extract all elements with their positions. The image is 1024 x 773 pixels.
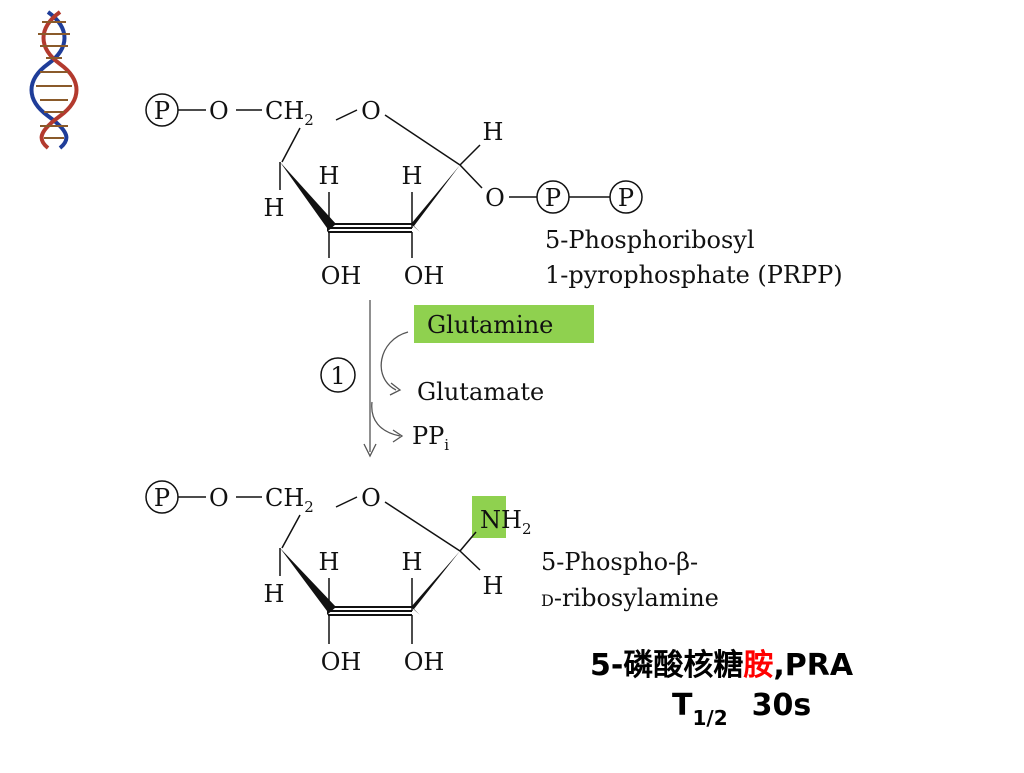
phosphate-label: P [154, 484, 170, 512]
ring-oxygen: O [361, 484, 381, 512]
reaction-arrow: Glutamine 1 Glutamate PPi [320, 300, 594, 458]
ch-label: CH2 [265, 97, 314, 129]
pra-molecule: P O CH2 O H H H OH OH NH2 H 5-Phospho-β-… [145, 480, 719, 676]
oh-right: OH [404, 648, 445, 676]
ch-label: CH2 [265, 484, 314, 516]
caption-highlight: 胺 [743, 648, 774, 683]
oh-right: OH [404, 262, 445, 290]
step-number: 1 [330, 362, 345, 390]
step-circle [320, 357, 356, 393]
phosphate-circle-2 [609, 180, 643, 214]
amine-highlight [472, 496, 506, 538]
p1-label: P [545, 184, 561, 212]
h-c3: H [319, 162, 340, 190]
caption-prefix: 5-磷酸核糖 [590, 648, 744, 683]
h-c2: H [402, 548, 423, 576]
p2-label: P [618, 184, 634, 212]
h-c3: H [319, 548, 340, 576]
pra-name-line2: D-ribosylamine [541, 584, 719, 612]
oh-left: OH [321, 648, 362, 676]
prpp-molecule: P O CH2 O H H H OH OH H O P [145, 93, 843, 290]
half-life: T1/2 30s [672, 688, 812, 730]
o-link-label: O [209, 97, 229, 125]
dna-helix-icon [29, 10, 79, 150]
o-link-label: O [209, 484, 229, 512]
glutamine-highlight [414, 305, 594, 343]
half-life-t: T [672, 688, 693, 723]
pra-caption: 5-磷酸核糖胺,PRA [590, 640, 853, 684]
substrate-glutamine: Glutamine [427, 311, 553, 339]
half-life-sub: 1/2 [692, 706, 728, 730]
pra-name-line1: 5-Phospho-β- [541, 548, 698, 576]
ring-oxygen: O [361, 97, 381, 125]
prpp-name-line2: 1-pyrophosphate (PRPP) [545, 261, 843, 289]
product-glutamate: Glutamate [417, 378, 544, 406]
h-anomeric: H [483, 118, 504, 146]
h-c4-lower: H [264, 194, 285, 222]
caption-suffix: ,PRA [773, 648, 854, 683]
h-c4-lower: H [264, 580, 285, 608]
product-ppi: PPi [412, 422, 449, 454]
amine-label: NH2 [480, 506, 531, 538]
phosphate-label: P [154, 97, 170, 125]
prpp-name-line1: 5-Phosphoribosyl [545, 226, 755, 254]
o-pyro-label: O [485, 184, 505, 212]
oh-left: OH [321, 262, 362, 290]
half-life-value: 30s [751, 688, 812, 723]
h-anomeric: H [483, 572, 504, 600]
h-c2: H [402, 162, 423, 190]
